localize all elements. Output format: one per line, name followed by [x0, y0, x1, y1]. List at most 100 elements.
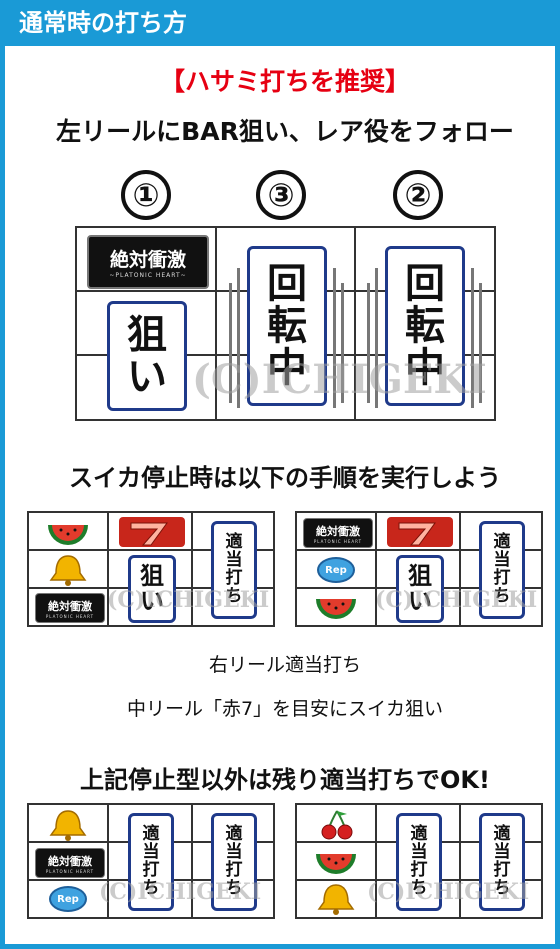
bar-logo-symbol: 絶対衝激 ~PLATONIC HEART~ — [87, 235, 209, 289]
section-watermelon-title: スイカ停止時は以下の手順を実行しよう — [69, 464, 501, 492]
random-label-char: 当 — [493, 842, 511, 863]
random-label-char: 適 — [225, 532, 243, 553]
random-label-char: ち — [493, 585, 511, 606]
reel-cell — [377, 513, 461, 551]
bar-logo-symbol: 絶対衝激 PLATONIC HEART — [303, 518, 373, 548]
random-press-card: 適 当 打 ち — [211, 813, 257, 911]
main-reel-grid: 絶対衝激 ~PLATONIC HEART~ 狙 い 回 転 中 回 転 中 (C… — [75, 226, 496, 421]
reel-cell — [297, 805, 377, 843]
spin-blur-line — [479, 283, 482, 403]
random-label-char: 打 — [225, 860, 243, 880]
section-header: 通常時の打ち方 — [5, 0, 560, 46]
step-1-text: 右リール適当打ち — [208, 654, 361, 676]
logo-text: 絶対衝激 — [109, 249, 186, 271]
reel-cell — [29, 805, 109, 843]
instruction-bar-aim: 左リールにBAR狙い、レア役をフォロー — [56, 117, 514, 146]
red-seven-icon — [387, 517, 453, 547]
logo-text: 絶対衝激 — [48, 854, 92, 868]
reel-cell — [109, 589, 193, 625]
random-label-char: ち — [410, 877, 428, 898]
aim-label-char: 狙 — [408, 561, 432, 590]
random-press-card: 適 当 打 ち — [211, 521, 257, 619]
watermelon-icon — [48, 525, 88, 545]
spin-label-char: 転 — [267, 303, 307, 349]
bottom-panel-2: 適 当 打 ち 適 当 打 ち (C)ICHIGEKI — [295, 803, 543, 919]
spin-blur-line — [333, 268, 336, 408]
reel-cell — [29, 589, 109, 625]
spin-label-char: 中 — [267, 345, 307, 391]
reel-cell — [377, 881, 461, 917]
logo-subtext: PLATONIC HEART — [313, 538, 363, 544]
spinning-card-right: 回 転 中 — [385, 246, 465, 406]
aim-label-char: 狙 — [140, 561, 164, 590]
random-label-char: 打 — [493, 860, 511, 880]
random-label-char: 打 — [225, 568, 243, 588]
random-label-char: 適 — [493, 824, 511, 845]
bell-icon — [49, 810, 87, 841]
reel-cell — [297, 843, 377, 881]
step-2-text: 中リール「赤7」を目安にスイカ狙い — [126, 698, 444, 720]
reel-cell — [29, 881, 109, 917]
bell-icon — [49, 555, 87, 586]
logo-subtext: PLATONIC HEART — [45, 613, 95, 619]
headline: 【ハサミ打ちを推奨】 — [159, 67, 410, 96]
aim-label-char: い — [127, 354, 167, 400]
step-panel-2: 絶対衝激 PLATONIC HEART Rep 狙 い 適 当 打 ち (C)I… — [295, 511, 543, 627]
spin-blur-line — [367, 283, 370, 403]
order-right-badge: ② — [393, 170, 443, 220]
random-press-card: 適 当 打 ち — [479, 813, 525, 911]
random-press-card: 適 当 打 ち — [128, 813, 174, 911]
bar-logo-symbol: 絶対衝激 PLATONIC HEART — [35, 593, 105, 623]
reel-cell — [77, 228, 217, 292]
logo-subtext: ~PLATONIC HEART~ — [109, 272, 187, 279]
random-label-char: 適 — [142, 824, 160, 845]
random-label-char: 打 — [142, 860, 160, 880]
logo-subtext: PLATONIC HEART — [45, 868, 95, 874]
random-label-char: 適 — [410, 824, 428, 845]
red-seven-icon — [119, 517, 185, 547]
random-label-char: ち — [225, 585, 243, 606]
replay-icon: Rep — [49, 886, 87, 912]
aim-label-char: い — [140, 587, 164, 615]
bottom-panel-1: 絶対衝激 PLATONIC HEART Rep 適 当 打 ち 適 当 打 ち … — [27, 803, 275, 919]
spin-label-char: 回 — [267, 261, 307, 307]
reel-cell — [217, 356, 356, 419]
spin-label-char: 中 — [405, 345, 445, 391]
aim-card: 狙 い — [107, 301, 187, 411]
bar-logo-symbol: 絶対衝激 PLATONIC HEART — [35, 848, 105, 878]
reel-cell — [297, 881, 377, 917]
spin-blur-line — [375, 268, 378, 408]
random-label-char: 当 — [225, 550, 243, 571]
random-label-char: 適 — [493, 532, 511, 553]
spinning-card-center: 回 転 中 — [247, 246, 327, 406]
aim-card: 狙 い — [128, 555, 176, 623]
random-press-card: 適 当 打 ち — [396, 813, 442, 911]
spin-blur-line — [471, 268, 474, 408]
spin-label-char: 転 — [405, 303, 445, 349]
reel-cell — [29, 513, 109, 551]
random-label-char: 適 — [225, 824, 243, 845]
reel-cell — [109, 513, 193, 551]
random-label-char: 当 — [493, 550, 511, 571]
replay-icon: Rep — [317, 557, 355, 583]
random-label-char: ち — [142, 877, 160, 898]
random-label-char: ち — [225, 877, 243, 898]
reel-cell — [297, 589, 377, 625]
reel-cell — [297, 551, 377, 589]
random-label-char: 当 — [142, 842, 160, 863]
step-panel-1: 絶対衝激 PLATONIC HEART 狙 い 適 当 打 ち (C)ICHIG… — [27, 511, 275, 627]
random-label-char: 当 — [225, 842, 243, 863]
watermelon-icon — [316, 854, 356, 874]
logo-text: 絶対衝激 — [48, 599, 92, 613]
spin-blur-line — [229, 283, 232, 403]
reel-cell — [109, 881, 193, 917]
aim-label-char: 狙 — [127, 312, 167, 358]
random-label-char: 当 — [410, 842, 428, 863]
random-press-card: 適 当 打 ち — [479, 521, 525, 619]
order-center-badge: ③ — [256, 170, 306, 220]
spin-label-char: 回 — [405, 261, 445, 307]
watermelon-icon — [316, 599, 356, 619]
logo-text: 絶対衝激 — [316, 524, 360, 538]
reel-cell — [297, 513, 377, 551]
spin-blur-line — [341, 283, 344, 403]
